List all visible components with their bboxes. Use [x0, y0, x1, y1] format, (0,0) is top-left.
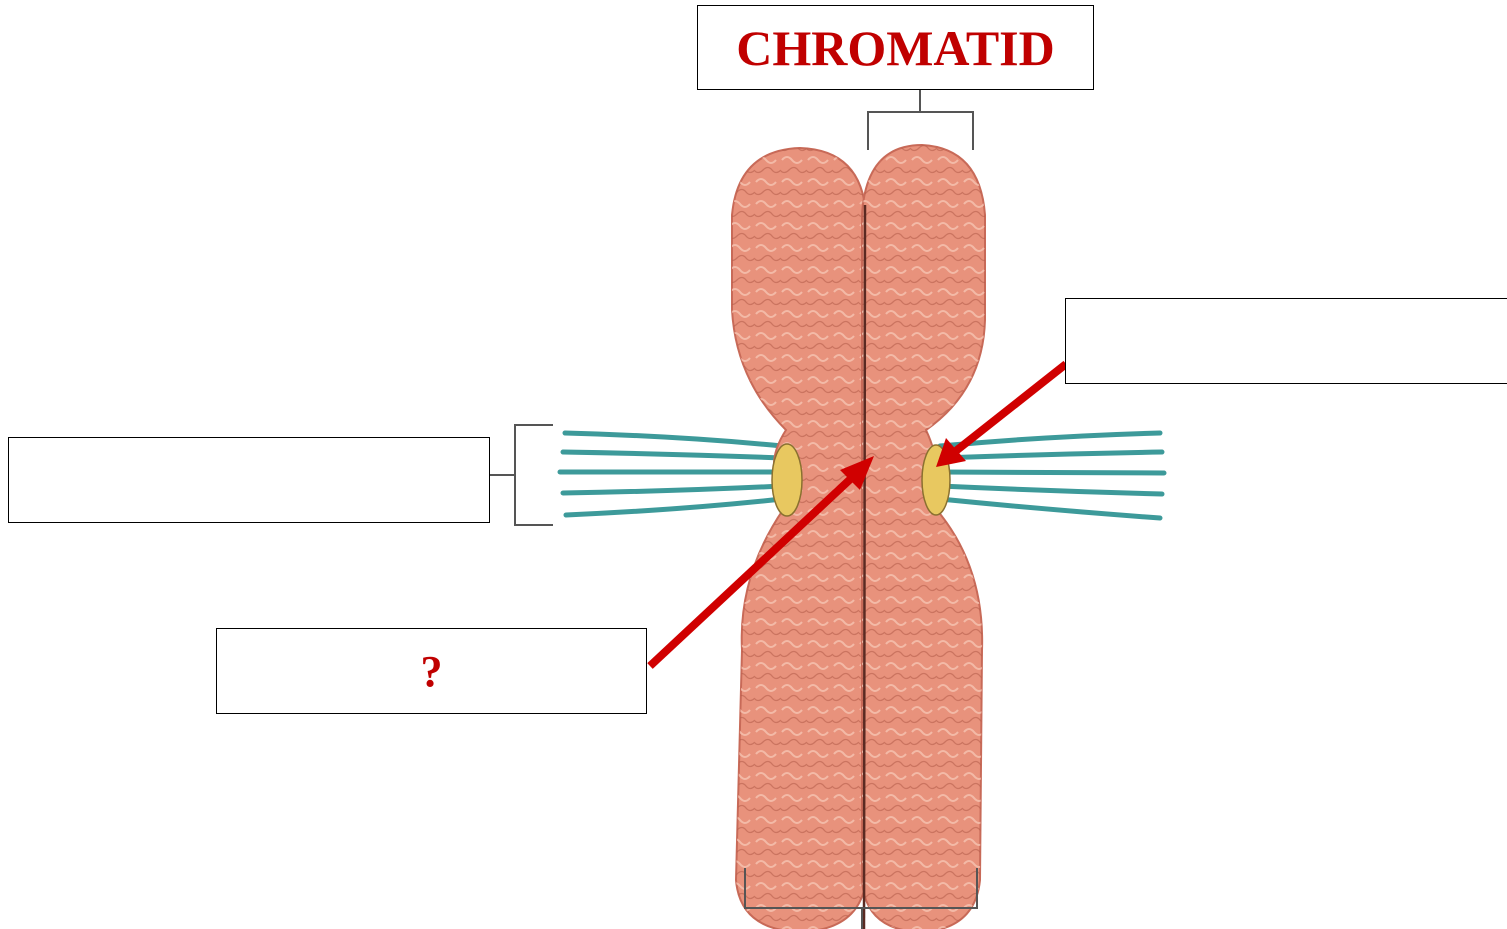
spindle-fibers-right — [940, 433, 1164, 518]
chromatid-right — [862, 145, 985, 929]
label-chromatid: CHROMATID — [697, 5, 1094, 90]
label-box-kinetochore[interactable] — [1065, 298, 1507, 384]
bracket-top — [868, 90, 973, 150]
sister-chromatid-junction — [864, 205, 865, 929]
chromatid-left — [732, 148, 866, 929]
bracket-left — [490, 425, 553, 525]
label-box-spindle-fibers[interactable] — [8, 437, 490, 523]
spindle-fibers-left — [560, 433, 782, 515]
kinetochore-left — [772, 444, 802, 516]
label-box-centromere-question[interactable]: ? — [216, 628, 647, 714]
